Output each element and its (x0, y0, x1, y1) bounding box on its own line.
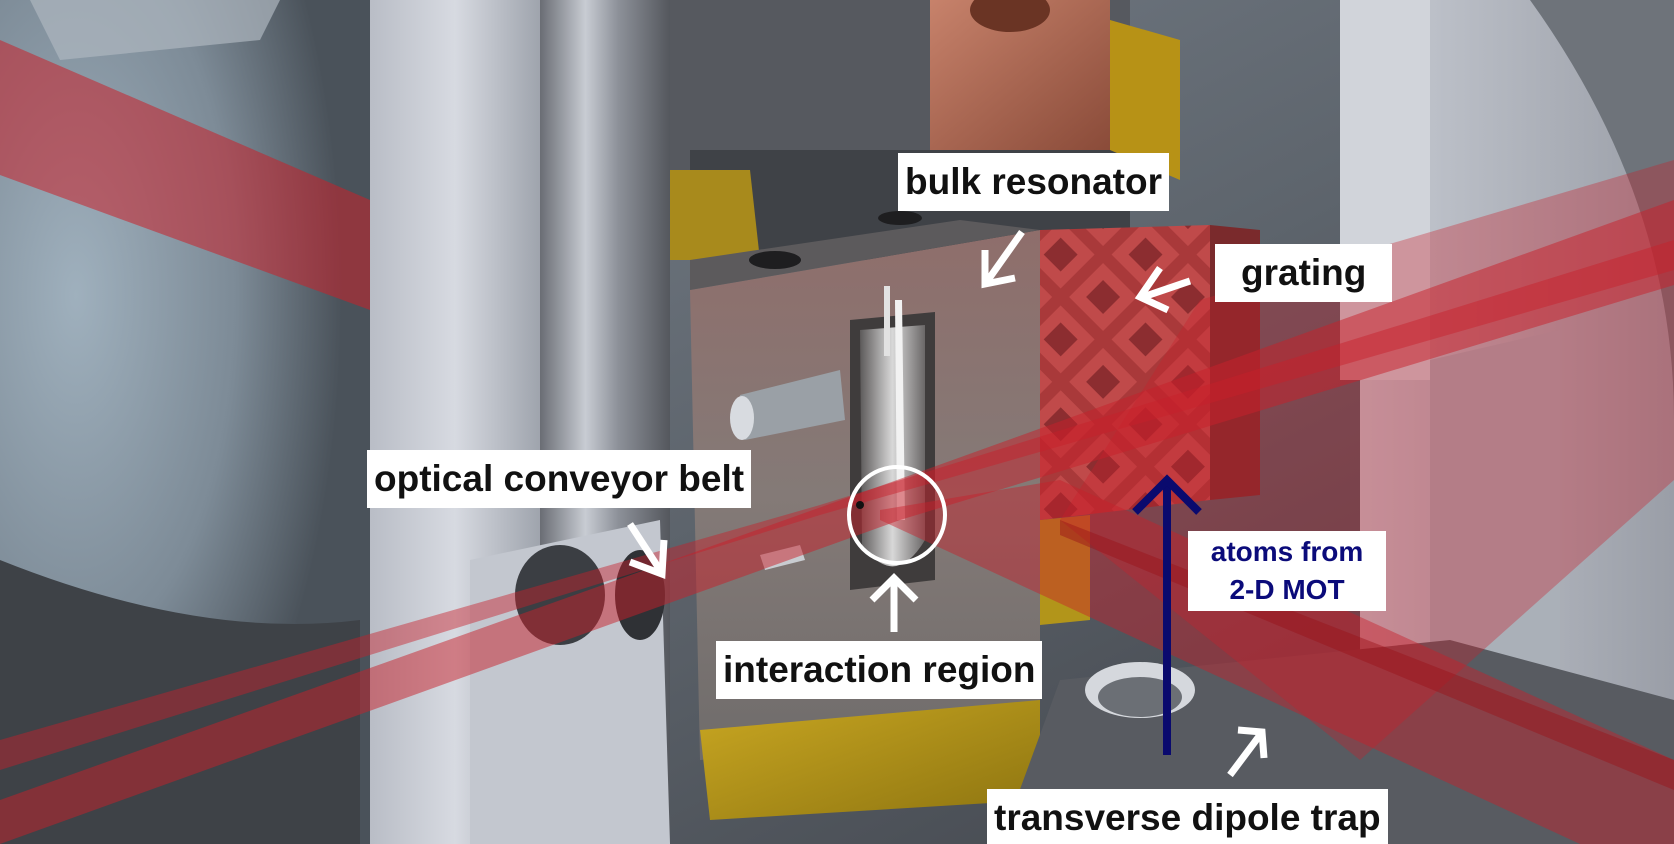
label-grating: grating (1215, 244, 1393, 302)
laser-beams (0, 40, 1674, 844)
arrow-transverse-dipole-trap (1227, 726, 1268, 778)
label-bulk-resonator: bulk resonator (898, 153, 1169, 211)
interaction-region-circle (847, 465, 947, 565)
arrow-interaction-region (869, 573, 919, 632)
label-transverse-dipole-trap: transverse dipole trap (987, 789, 1388, 844)
arrow-bulk-resonator (981, 229, 1025, 289)
label-atoms-from-2d-mot: atoms from 2-D MOT (1188, 531, 1386, 611)
atoms-label-line1: atoms from (1210, 536, 1364, 567)
label-interaction-region: interaction region (716, 641, 1043, 699)
arrow-grating (1134, 266, 1192, 314)
atoms-label-line2: 2-D MOT (1229, 573, 1345, 605)
arrow-optical-conveyor-belt (627, 522, 668, 579)
atoms-arrow (1132, 474, 1202, 755)
label-optical-conveyor-belt: optical conveyor belt (367, 450, 752, 508)
